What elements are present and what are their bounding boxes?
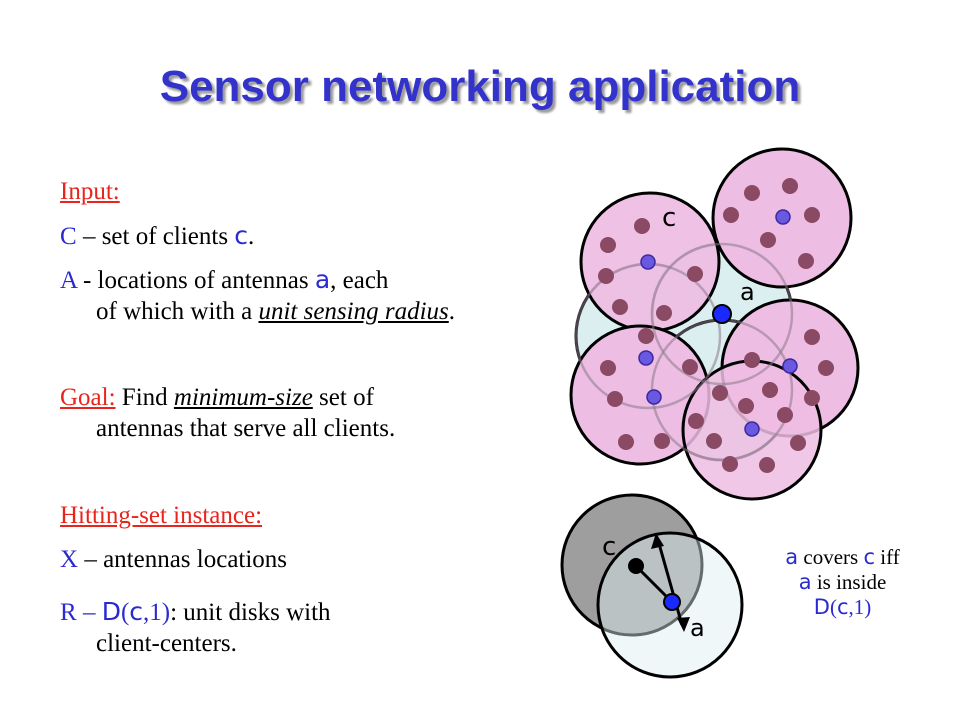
clients-end: . — [248, 223, 255, 250]
r-text: : unit disks with — [170, 599, 331, 626]
client-dot — [612, 299, 628, 315]
caption-line-1: a covers c iff — [785, 545, 900, 569]
coverage-caption: a covers c iff a is inside D(c,1) — [755, 545, 930, 620]
r-letter: R — [60, 599, 77, 626]
client-dots — [598, 178, 834, 473]
goal-block: Goal: Find minimum-size set of antennas … — [60, 382, 395, 444]
client-symbol-r: c — [129, 597, 144, 626]
antenna-dot — [646, 389, 662, 405]
client-dot — [744, 352, 760, 368]
client-dot — [638, 328, 654, 344]
client-dot — [760, 232, 776, 248]
r-text-2: client-centers. — [96, 630, 237, 657]
clients-text: – set of clients — [76, 223, 235, 250]
client-dot — [804, 207, 820, 223]
client-dot — [706, 433, 722, 449]
clients-line: C – set of clients c. — [60, 220, 254, 252]
antennas-text: - locations of antennas — [76, 267, 315, 294]
client-dot — [782, 178, 798, 194]
x-line: X – antennas locations — [60, 544, 287, 575]
client-dot — [600, 237, 616, 253]
client-dot — [607, 391, 623, 407]
goal-text-2: set of — [312, 384, 374, 411]
client-dot — [790, 435, 806, 451]
caption-line-2: a is inside — [798, 570, 887, 594]
client-point — [628, 558, 644, 574]
client-dot — [654, 433, 670, 449]
client-dot — [744, 185, 760, 201]
goal-text-1: Find — [115, 384, 174, 411]
antenna-dot — [782, 358, 798, 374]
antennas-line-2: of which with a unit sensing radius. — [96, 298, 456, 325]
antenna-outline — [650, 242, 794, 386]
client-dot — [738, 398, 754, 414]
goal-emph: minimum-size — [173, 384, 313, 411]
unit-radius-emph: unit sensing radius — [258, 298, 449, 325]
client-dot — [712, 385, 728, 401]
caption-line-3: D(c,1) — [813, 595, 872, 619]
antenna-dot — [638, 350, 654, 366]
client-dot — [762, 382, 778, 398]
x-text: – antennas locations — [78, 546, 288, 573]
slide-title: Sensor networking application — [159, 62, 801, 111]
input-heading: Input: — [60, 178, 120, 205]
client-dot — [687, 266, 703, 282]
client-dot — [723, 207, 739, 223]
client-dot — [804, 329, 820, 345]
goal-text-3: antennas that serve all clients. — [96, 415, 396, 442]
hitting-set-heading: Hitting-set instance: — [60, 502, 263, 529]
client-dot — [598, 268, 614, 284]
antennas-each: , each — [330, 267, 389, 294]
client-dot — [682, 359, 698, 375]
client-dot — [798, 253, 814, 269]
client-dot — [722, 456, 738, 472]
disk-symbol: D — [101, 597, 121, 626]
arrowhead-top — [651, 533, 664, 549]
client-label-bottom: c — [602, 532, 616, 562]
x-letter: X — [60, 546, 79, 573]
arrowhead-bottom — [677, 617, 690, 632]
highlighted-antenna-dot — [712, 304, 732, 324]
antenna-dots — [638, 209, 798, 437]
antenna-dot — [744, 421, 760, 437]
antenna-label-bottom: a — [690, 614, 705, 642]
client-dot — [818, 360, 834, 376]
c-letter: C — [60, 223, 77, 250]
coverage-illustration: c a — [560, 493, 744, 679]
antennas-line: A - locations of antennas a, each of whi… — [60, 264, 455, 327]
antenna-symbol: a — [314, 265, 331, 294]
client-dot — [688, 413, 704, 429]
r-line: R – D(c,1): unit disks with client-cente… — [60, 597, 331, 657]
client-dot — [777, 407, 793, 423]
goal-heading: Goal: — [60, 384, 116, 411]
client-dot — [759, 457, 775, 473]
antenna-dot — [775, 209, 791, 225]
client-dot — [656, 305, 672, 321]
client-dot — [804, 390, 820, 406]
client-dot — [618, 434, 634, 450]
client-dot — [600, 360, 616, 376]
client-symbol: c — [234, 221, 249, 250]
client-label-top: c — [662, 203, 676, 233]
antenna-point — [663, 593, 681, 611]
antenna-dot — [640, 254, 656, 270]
a-letter: A — [60, 267, 77, 294]
radius-arrow — [656, 539, 684, 626]
antenna-label-top: a — [740, 278, 755, 306]
client-dot — [634, 218, 650, 234]
